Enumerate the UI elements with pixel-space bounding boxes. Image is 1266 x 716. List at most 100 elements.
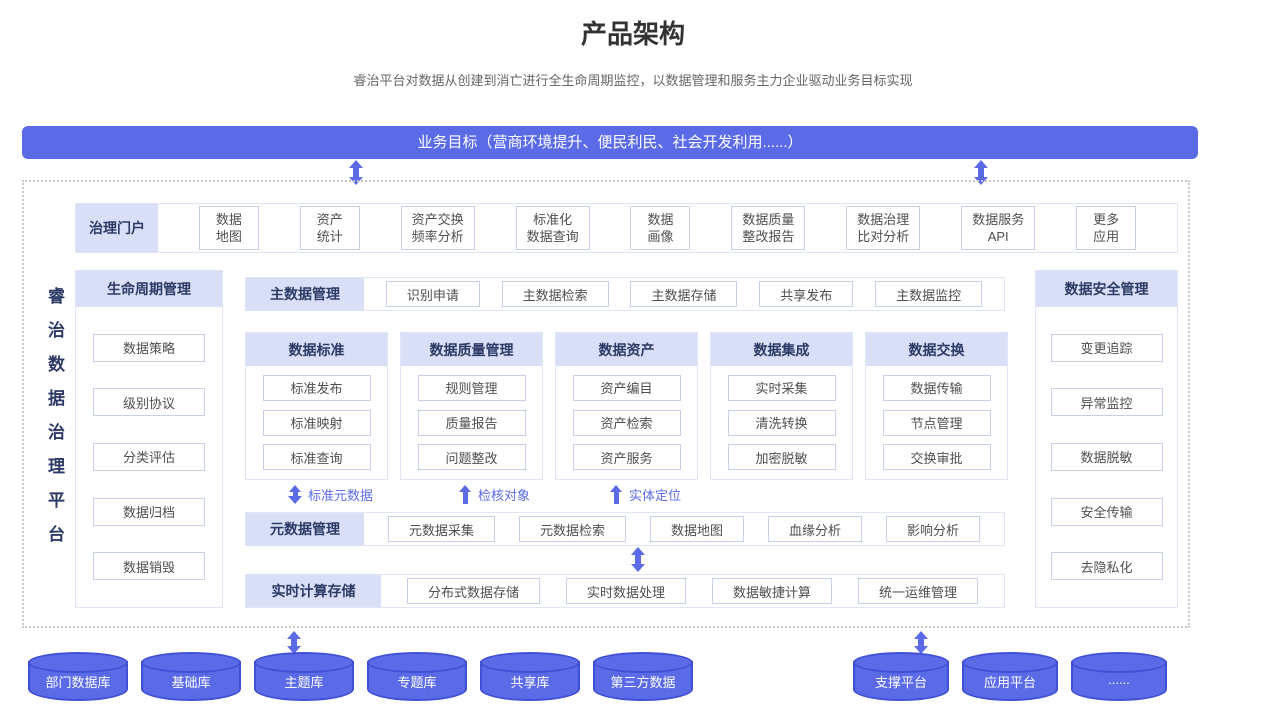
master-data-item: 识别申请 <box>385 281 480 307</box>
column-header: 数据资产 <box>556 333 697 366</box>
metadata-item: 元数据采集 <box>387 516 495 542</box>
column-item: 资产服务 <box>572 444 681 471</box>
flow-entity-location: 实体定位 <box>610 484 681 504</box>
platform-boundary <box>22 180 1190 628</box>
column-items: 规则管理 质量报告 问题整改 <box>401 366 542 479</box>
portal-item-data-service-api: 数据服务 API <box>961 206 1036 250</box>
column-item: 资产检索 <box>572 409 681 436</box>
metadata-item: 影响分析 <box>885 516 980 542</box>
portal-item-quality-report: 数据质量 整改报告 <box>731 206 806 250</box>
up-down-arrow-icon <box>286 631 302 654</box>
security-item: 安全传输 <box>1050 497 1163 526</box>
lifecycle-item: 分类评估 <box>93 442 205 471</box>
column-items: 实时采集 清洗转换 加密脱敏 <box>711 366 852 479</box>
database-cylinder: 共享库 <box>480 652 580 701</box>
database-label: ...... <box>1108 672 1130 687</box>
column-item: 规则管理 <box>417 374 526 401</box>
master-data-item: 主数据监控 <box>875 281 983 307</box>
database-cylinder: 基础库 <box>141 652 241 701</box>
business-goal-banner: 业务目标（营商环境提升、便民利民、社会开发利用......） <box>22 126 1198 159</box>
metadata-header: 元数据管理 <box>246 513 364 545</box>
column-data-exchange: 数据交换 数据传输 节点管理 交换审批 <box>865 332 1008 480</box>
arrow-head-up-icon <box>631 547 645 555</box>
arrow-head-up-icon <box>287 631 301 639</box>
master-data-item: 主数据检索 <box>501 281 609 307</box>
flow-label: 检核对象 <box>478 487 531 503</box>
database-label: 专题库 <box>397 675 437 690</box>
portal-item-governance-compare: 数据治理 比对分析 <box>846 206 921 250</box>
column-header: 数据标准 <box>246 333 387 366</box>
metadata-item: 数据地图 <box>649 516 744 542</box>
security-item: 异常监控 <box>1050 388 1163 417</box>
column-item: 标准查询 <box>262 444 371 471</box>
database-cylinder: 第三方数据 <box>593 652 693 701</box>
master-data-item: 共享发布 <box>759 281 854 307</box>
up-down-arrow-icon <box>630 547 646 572</box>
arrow-shaft <box>353 168 359 177</box>
portal-item-asset-stats: 资产 统计 <box>299 206 360 250</box>
metadata-item: 血缘分析 <box>767 516 862 542</box>
column-item: 资产编目 <box>572 374 681 401</box>
metadata-items: 元数据采集 元数据检索 数据地图 血缘分析 影响分析 <box>364 513 1004 545</box>
database-cylinder: ...... <box>1071 652 1167 701</box>
master-data-section: 主数据管理 识别申请 主数据检索 主数据存储 共享发布 主数据监控 <box>245 277 1005 311</box>
realtime-header: 实时计算存储 <box>246 575 381 607</box>
column-item: 加密脱敏 <box>727 444 836 471</box>
arrow-shaft <box>978 168 984 177</box>
flow-label: 实体定位 <box>629 487 682 503</box>
portal-item-exchange-frequency: 资产交换 频率分析 <box>400 206 475 250</box>
security-section: 数据安全管理 变更追踪 异常监控 数据脱敏 安全传输 去隐私化 <box>1035 270 1178 608</box>
column-data-quality: 数据质量管理 规则管理 质量报告 问题整改 <box>400 332 543 480</box>
arrow-shaft <box>462 491 468 504</box>
column-item: 节点管理 <box>882 409 991 436</box>
arrow-head-down-icon <box>288 495 302 504</box>
database-label: 第三方数据 <box>610 675 676 690</box>
database-label: 部门数据库 <box>45 675 111 690</box>
column-item: 质量报告 <box>417 409 526 436</box>
up-down-arrow-icon <box>288 484 302 504</box>
arrow-shaft <box>292 491 298 496</box>
lifecycle-item: 数据销毁 <box>93 552 205 581</box>
database-cylinder: 支撑平台 <box>853 652 949 701</box>
realtime-item: 统一运维管理 <box>857 578 978 604</box>
realtime-item: 数据敏捷计算 <box>711 578 832 604</box>
security-items: 变更追踪 异常监控 数据脱敏 安全传输 去隐私化 <box>1036 307 1177 607</box>
database-group-left: 部门数据库 基础库 主题库 专题库 共享库 第三方数据 <box>28 652 693 701</box>
column-data-asset: 数据资产 资产编目 资产检索 资产服务 <box>555 332 698 480</box>
page-subtitle: 睿治平台对数据从创建到消亡进行全生命周期监控，以数据管理和服务主力企业驱动业务目… <box>353 73 913 88</box>
up-down-arrow-icon <box>913 631 929 654</box>
arrow-shaft <box>635 555 641 564</box>
lifecycle-items: 数据策略 级别协议 分类评估 数据归档 数据销毁 <box>76 307 222 607</box>
arrow-shaft <box>291 639 297 646</box>
metadata-item: 元数据检索 <box>518 516 626 542</box>
database-label: 基础库 <box>171 675 211 690</box>
page-title: 产品架构 <box>580 19 685 49</box>
arrow-head-up-icon <box>974 160 988 168</box>
arrow-head-down-icon <box>631 564 645 572</box>
arrow-head-up-icon <box>459 484 471 492</box>
arrow-head-down-icon <box>287 646 301 654</box>
column-items: 数据传输 节点管理 交换审批 <box>866 366 1007 479</box>
up-arrow-icon <box>459 484 471 504</box>
portal-item-data-profile: 数据 画像 <box>630 206 691 250</box>
flow-check-object: 检核对象 <box>459 484 530 504</box>
arrow-head-down-icon <box>914 646 928 654</box>
arrow-head-up-icon <box>349 160 363 168</box>
arrow-shaft <box>613 491 619 504</box>
database-label: 支撑平台 <box>874 675 927 690</box>
column-data-integration: 数据集成 实时采集 清洗转换 加密脱敏 <box>710 332 853 480</box>
arrow-head-up-icon <box>289 484 301 492</box>
realtime-item: 分布式数据存储 <box>406 578 540 604</box>
security-header: 数据安全管理 <box>1036 271 1177 307</box>
column-header: 数据质量管理 <box>401 333 542 366</box>
column-item: 交换审批 <box>882 444 991 471</box>
realtime-item: 实时数据处理 <box>565 578 686 604</box>
lifecycle-header: 生命周期管理 <box>76 271 222 307</box>
database-cylinder: 部门数据库 <box>28 652 128 701</box>
column-item: 实时采集 <box>727 374 836 401</box>
lifecycle-section: 生命周期管理 数据策略 级别协议 分类评估 数据归档 数据销毁 <box>75 270 223 608</box>
portal-item-data-map: 数据 地图 <box>198 206 259 250</box>
security-item: 数据脱敏 <box>1050 442 1163 471</box>
flow-standard-metadata: 标准元数据 <box>288 484 373 504</box>
arrow-head-up-icon <box>610 484 622 492</box>
